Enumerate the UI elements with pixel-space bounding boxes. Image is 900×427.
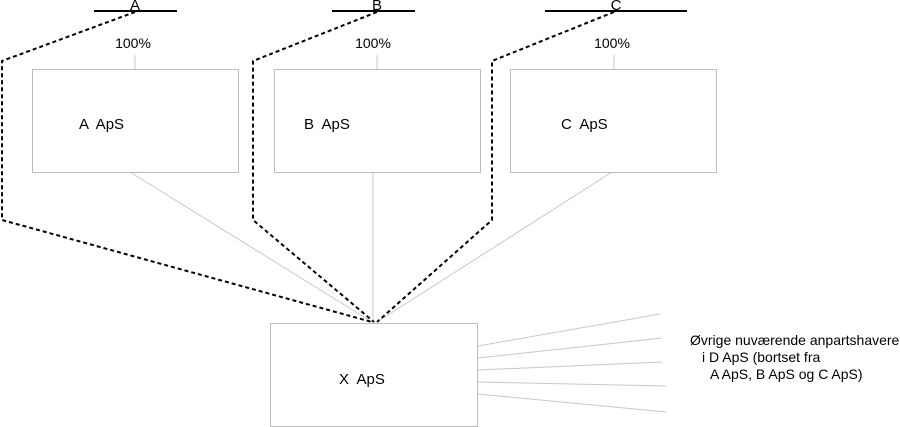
company-label-a-aps: A ApS xyxy=(79,116,125,133)
owner-a-label: A xyxy=(129,0,141,14)
owner-b-percent: 100% xyxy=(355,35,391,51)
other-owner-line-2 xyxy=(477,337,663,359)
other-owner-line-3 xyxy=(477,361,663,371)
company-box-a-aps: A ApS xyxy=(32,69,239,173)
company-label-x-aps: X ApS xyxy=(339,371,385,388)
owner-c-label: C xyxy=(610,0,622,14)
a-dashed-path xyxy=(0,11,373,323)
other-owner-line-1 xyxy=(477,313,661,347)
other-owners-line-2: i D ApS (bortset fra xyxy=(702,349,821,365)
other-owners-line-1: Øvrige nuværende anpartshavere xyxy=(690,332,900,348)
company-label-c-aps: C ApS xyxy=(561,116,608,133)
other-owner-line-4 xyxy=(477,381,667,387)
company-box-b-aps: B ApS xyxy=(274,69,481,173)
other-owners-line-3: A ApS, B ApS og C ApS) xyxy=(710,366,863,382)
c-aps-to-x-line xyxy=(376,171,613,323)
c-dashed-path xyxy=(376,11,615,323)
company-label-b-aps: B ApS xyxy=(304,116,350,133)
owner-a-percent: 100% xyxy=(115,35,151,51)
a-aps-to-x-line xyxy=(129,171,373,323)
owner-c-percent: 100% xyxy=(594,35,630,51)
company-box-c-aps: C ApS xyxy=(510,69,717,173)
company-box-x-aps: X ApS xyxy=(270,323,478,427)
owner-b-label: B xyxy=(371,0,383,14)
other-owner-line-5 xyxy=(477,393,667,413)
b-dashed-path xyxy=(252,11,378,323)
